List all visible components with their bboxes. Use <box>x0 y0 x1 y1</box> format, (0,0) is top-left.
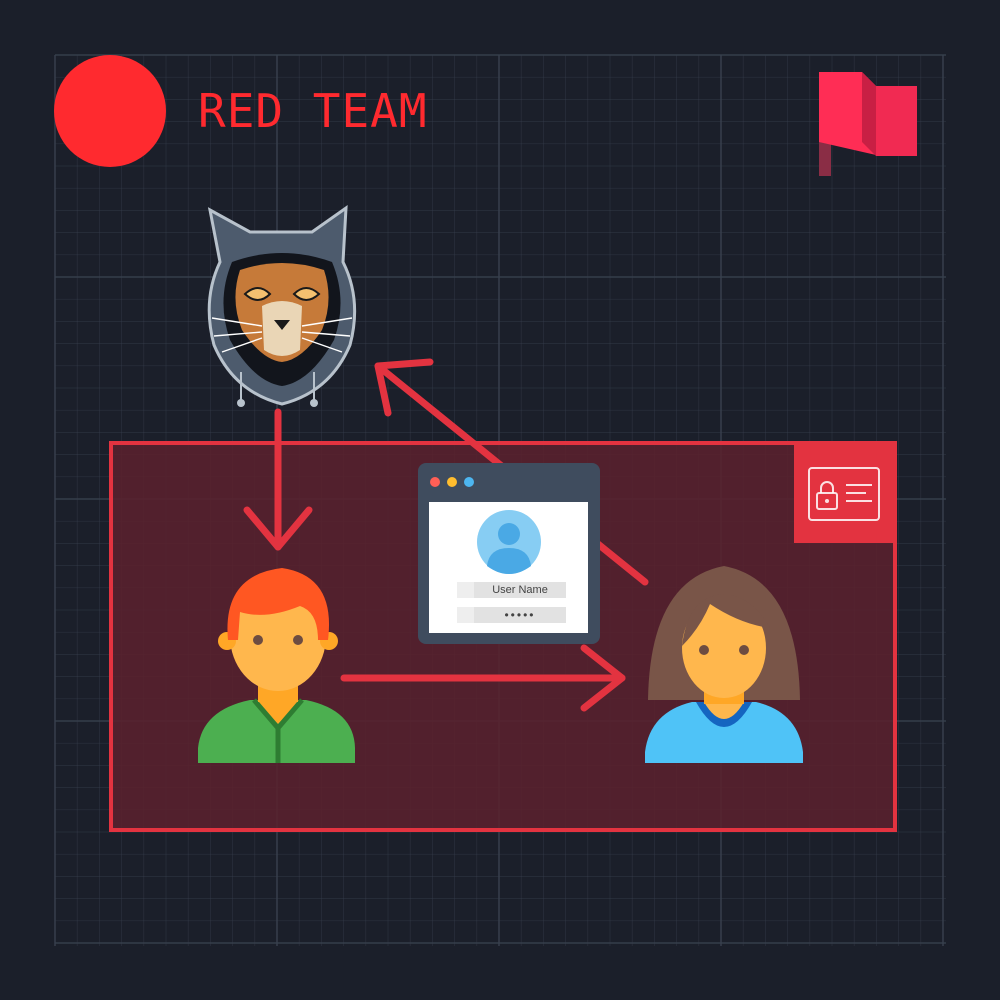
username-field: User Name <box>457 582 566 598</box>
user-avatar-icon <box>477 510 541 574</box>
browser-login-window-icon: User Name ••••• <box>418 463 600 644</box>
flow-arrows <box>243 358 649 712</box>
arrow-man-to-woman <box>340 644 626 712</box>
password-mask: ••••• <box>504 608 536 622</box>
arrow-attacker-to-man <box>243 408 313 551</box>
flag-icon <box>819 72 917 176</box>
page-title: RED TEAM <box>198 84 428 138</box>
login-form: User Name ••••• <box>429 502 588 633</box>
man-avatar-icon <box>198 568 355 763</box>
status-dot <box>54 55 166 167</box>
password-field: ••••• <box>457 607 566 623</box>
maximize-dot <box>464 477 474 487</box>
hooded-cat-hacker-icon <box>207 204 357 407</box>
field-tab <box>457 582 474 598</box>
username-label: User Name <box>492 584 548 596</box>
close-dot <box>430 477 440 487</box>
minimize-dot <box>447 477 457 487</box>
id-card-lock-icon <box>794 443 895 543</box>
woman-avatar-icon <box>645 566 803 763</box>
field-tab <box>457 607 474 623</box>
